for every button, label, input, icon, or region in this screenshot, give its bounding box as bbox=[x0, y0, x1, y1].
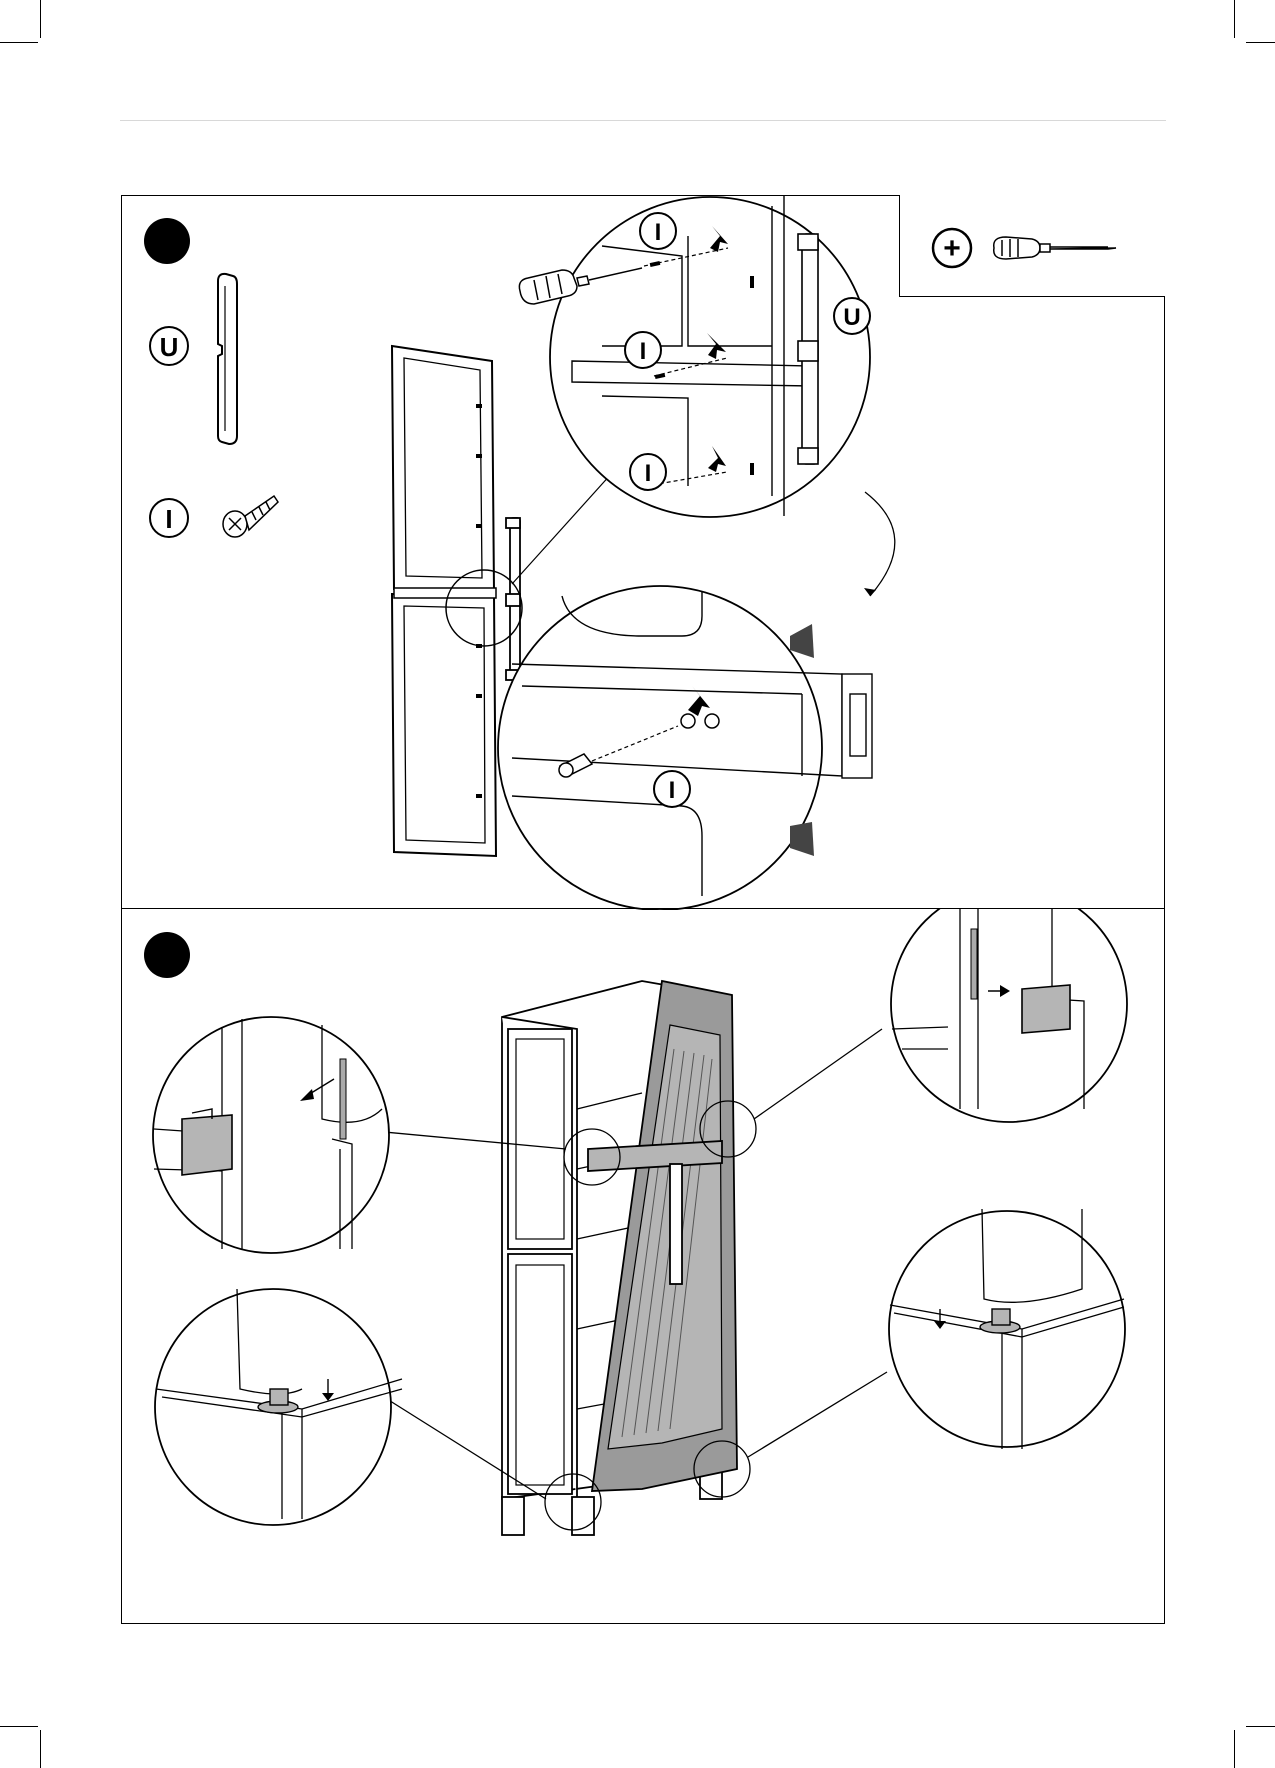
crop-mark bbox=[1234, 0, 1235, 38]
part-u-label: U bbox=[160, 332, 179, 362]
crop-mark bbox=[1246, 1726, 1275, 1727]
handle-part-icon bbox=[218, 274, 237, 444]
crop-mark bbox=[0, 1726, 38, 1727]
callout-screw-detail: I bbox=[669, 777, 676, 804]
screw-part-icon bbox=[223, 496, 278, 537]
detail-foot-bottom-right bbox=[889, 1209, 1125, 1449]
detail-circle-handle-fixing: I I I U bbox=[519, 196, 870, 517]
zoom-leader-line bbox=[512, 473, 612, 584]
crop-mark bbox=[1246, 42, 1275, 43]
crop-mark bbox=[40, 1730, 41, 1768]
header-rule bbox=[120, 120, 1166, 121]
step-1-illustration: U I bbox=[122, 196, 1166, 910]
door-panel-drawing bbox=[392, 346, 496, 856]
crop-mark bbox=[1234, 1730, 1235, 1768]
detail-foot-bottom-left bbox=[155, 1289, 402, 1525]
callout-screw-top: I bbox=[655, 219, 662, 246]
step-2-illustration bbox=[122, 909, 1166, 1625]
step-2-panel bbox=[121, 908, 1165, 1624]
step-1-panel: + U I bbox=[121, 195, 1165, 909]
crop-mark bbox=[0, 42, 38, 43]
detail-hinge-top-right bbox=[891, 909, 1127, 1122]
curved-leader-arrow bbox=[865, 492, 895, 596]
part-i-label: I bbox=[165, 504, 172, 534]
detail-circle-middle-screw: I bbox=[498, 586, 872, 910]
callout-handle: U bbox=[843, 304, 860, 331]
curved-arrow-head bbox=[864, 588, 876, 596]
door-handle-drawing bbox=[506, 518, 520, 680]
callout-screw-middle: I bbox=[640, 338, 647, 365]
callout-screw-bottom: I bbox=[645, 460, 652, 487]
crop-mark bbox=[40, 0, 41, 38]
detail-hinge-top-left bbox=[153, 1017, 389, 1253]
